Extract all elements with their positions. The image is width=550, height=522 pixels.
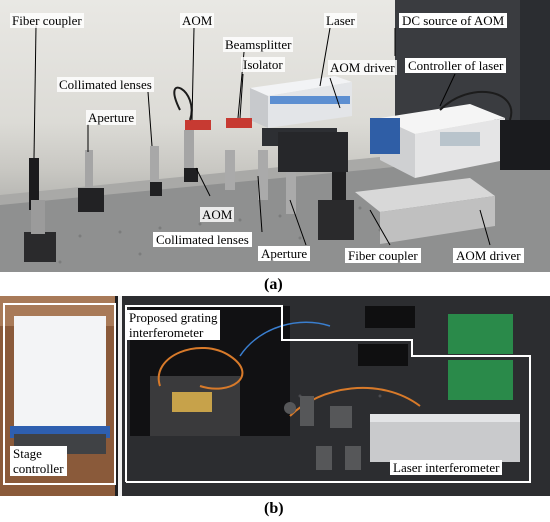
label-fiber-coupler-top: Fiber coupler xyxy=(10,13,84,28)
label-isolator: Isolator xyxy=(241,57,285,72)
module-2 xyxy=(358,344,408,366)
label-aperture-bottom: Aperture xyxy=(258,246,311,261)
lab-setup-photo-a xyxy=(0,0,550,272)
label-collimated-lenses-bottom: Collimated lenses xyxy=(153,232,252,247)
aom-block-1 xyxy=(185,120,211,130)
label-proposed-grating-line2: interferometer xyxy=(129,325,204,340)
label-beamsplitter: Beamsplitter xyxy=(223,37,294,52)
label-stage-line1: Stage xyxy=(13,446,42,461)
optical-mounts xyxy=(24,130,354,262)
photo-panel-a: Fiber coupler AOM Laser DC source of AOM… xyxy=(0,0,550,272)
dc-source-box xyxy=(500,120,550,170)
optics-b xyxy=(284,396,361,470)
label-aom-top: AOM xyxy=(180,13,215,28)
label-proposed-grating: Proposed grating interferometer xyxy=(126,310,221,340)
label-aom-bottom: AOM xyxy=(200,207,235,222)
label-aom-driver-bottom: AOM driver xyxy=(453,248,524,263)
label-collimated-lenses-top: Collimated lenses xyxy=(57,77,154,92)
label-aperture-top: Aperture xyxy=(86,110,137,125)
caption-b: (b) xyxy=(264,500,284,517)
label-dc-source: DC source of AOM xyxy=(399,13,508,28)
label-aom-driver-top: AOM driver xyxy=(328,60,397,75)
optical-table xyxy=(0,150,550,272)
label-stage-line2: controller xyxy=(13,461,64,476)
caption-a: (a) xyxy=(264,276,283,293)
circuit-board-1 xyxy=(448,314,513,354)
aom-driver-box xyxy=(355,178,495,244)
leader-lines-a xyxy=(33,25,491,246)
label-proposed-grating-line1: Proposed grating xyxy=(129,310,218,325)
label-controller-of-laser: Controller of laser xyxy=(405,58,507,73)
photo-panel-b: Proposed grating interferometer Stage co… xyxy=(0,296,550,496)
label-fiber-coupler-bottom: Fiber coupler xyxy=(345,248,421,263)
circuit-board-2 xyxy=(448,360,513,400)
label-laser-interferometer: Laser interferometer xyxy=(390,460,503,475)
label-stage-controller: Stage controller xyxy=(10,446,67,476)
label-laser: Laser xyxy=(324,13,357,28)
stage-controller-box xyxy=(10,316,110,454)
highlight-outlines xyxy=(3,296,531,496)
blue-module xyxy=(370,118,400,154)
module-1 xyxy=(365,306,415,328)
aom-block-2 xyxy=(226,118,252,128)
